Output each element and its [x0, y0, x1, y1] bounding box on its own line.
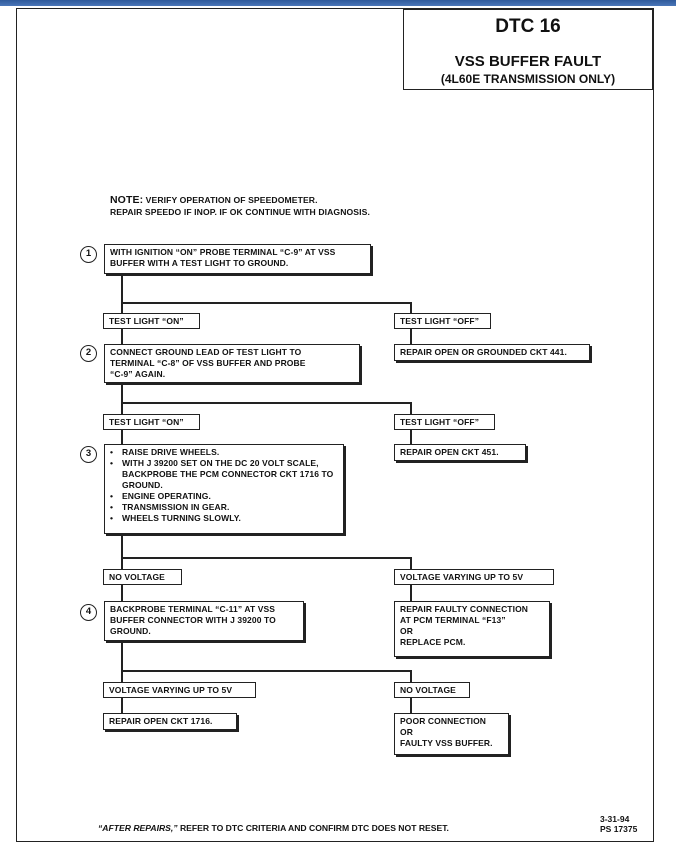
step-3-repair-line: REPLACE PCM.	[400, 637, 466, 647]
step-3-result-right: VOLTAGE VARYING UP TO 5V	[394, 569, 554, 585]
step-2-line-3: “C-9” AGAIN.	[110, 369, 166, 379]
connector	[121, 557, 412, 559]
step-4-box: BACKPROBE TERMINAL “C-11” AT VSS BUFFER …	[104, 601, 304, 641]
step-4-line-3: GROUND.	[110, 626, 151, 636]
connector	[410, 585, 412, 601]
step-3-repair-box: REPAIR FAULTY CONNECTION AT PCM TERMINAL…	[394, 601, 550, 657]
document-date: 3-31-94	[600, 814, 630, 824]
step-2-repair-box: REPAIR OPEN CKT 451.	[394, 444, 526, 461]
connector	[121, 302, 123, 313]
step-1-repair-box: REPAIR OPEN OR GROUNDED CKT 441.	[394, 344, 590, 361]
step-3-bullet: WHEELS TURNING SLOWLY.	[110, 513, 338, 524]
step-2-result-right: TEST LIGHT “OFF”	[394, 414, 495, 430]
connector	[410, 557, 412, 569]
footer-text: REFER TO DTC CRITERIA AND CONFIRM DTC DO…	[177, 823, 449, 833]
step-3-repair-line: AT PCM TERMINAL “F13”	[400, 615, 506, 625]
step-4-repair-left-box: REPAIR OPEN CKT 1716.	[103, 713, 237, 730]
step-3-bullet: RAISE DRIVE WHEELS.	[110, 447, 338, 458]
step-3-bullets: RAISE DRIVE WHEELS. WITH J 39200 SET ON …	[110, 447, 338, 524]
step-4-marker: 4	[80, 604, 97, 621]
document-id: 3-31-94 PS 17375	[600, 814, 637, 834]
step-4-result-right: NO VOLTAGE	[394, 682, 470, 698]
step-4-repair-right-box: POOR CONNECTION OR FAULTY VSS BUFFER.	[394, 713, 509, 755]
step-1-marker: 1	[80, 246, 97, 263]
connector	[121, 642, 123, 672]
step-4-repair-line: OR	[400, 727, 413, 737]
dtc-code: DTC 16	[495, 16, 561, 37]
connector	[121, 275, 123, 304]
step-2-line-1: CONNECT GROUND LEAD OF TEST LIGHT TO	[110, 347, 302, 357]
connector	[121, 329, 123, 344]
connector	[410, 329, 412, 344]
step-1-line-1: WITH IGNITION “ON” PROBE TERMINAL “C-9” …	[110, 247, 336, 257]
step-3-repair-line: REPAIR FAULTY CONNECTION	[400, 604, 529, 614]
connector	[410, 670, 412, 682]
step-3-result-left: NO VOLTAGE	[103, 569, 182, 585]
connector	[121, 402, 123, 414]
title-box: DTC 16 VSS BUFFER FAULT (4L60E TRANSMISS…	[403, 9, 653, 90]
connector	[121, 402, 412, 404]
window-top-bar	[0, 0, 676, 6]
step-2-result-left: TEST LIGHT “ON”	[103, 414, 200, 430]
step-4-repair-line: FAULTY VSS BUFFER.	[400, 738, 493, 748]
step-3-box: RAISE DRIVE WHEELS. WITH J 39200 SET ON …	[104, 444, 344, 534]
connector	[121, 430, 123, 444]
connector	[121, 557, 123, 569]
note-line-2: REPAIR SPEEDO IF INOP. IF OK CONTINUE WI…	[110, 207, 370, 217]
footer-note: “AFTER REPAIRS,” REFER TO DTC CRITERIA A…	[98, 823, 449, 833]
step-4-result-left: VOLTAGE VARYING UP TO 5V	[103, 682, 256, 698]
step-1-line-2: BUFFER WITH A TEST LIGHT TO GROUND.	[110, 258, 289, 268]
step-2-box: CONNECT GROUND LEAD OF TEST LIGHT TO TER…	[104, 344, 360, 383]
connector	[121, 535, 123, 559]
step-1-result-right: TEST LIGHT “OFF”	[394, 313, 491, 329]
step-2-marker: 2	[80, 345, 97, 362]
step-3-bullet: WITH J 39200 SET ON THE DC 20 VOLT SCALE…	[110, 458, 338, 491]
connector	[121, 585, 123, 601]
step-2-line-2: TERMINAL “C-8” OF VSS BUFFER AND PROBE	[110, 358, 306, 368]
step-1-box: WITH IGNITION “ON” PROBE TERMINAL “C-9” …	[104, 244, 371, 274]
note-label: NOTE:	[110, 194, 144, 206]
dtc-scope: (4L60E TRANSMISSION ONLY)	[440, 72, 616, 86]
step-4-line-2: BUFFER CONNECTOR WITH J 39200 TO	[110, 615, 276, 625]
connector	[121, 698, 123, 713]
document-ref: PS 17375	[600, 824, 638, 834]
step-3-bullet: ENGINE OPERATING.	[110, 491, 338, 502]
note: NOTE: VERIFY OPERATION OF SPEEDOMETER. R…	[110, 194, 370, 218]
footer-emphasis: “AFTER REPAIRS,”	[98, 823, 178, 833]
step-4-repair-line: POOR CONNECTION	[400, 716, 487, 726]
step-1-result-left: TEST LIGHT “ON”	[103, 313, 200, 329]
step-4-line-1: BACKPROBE TERMINAL “C-11” AT VSS	[110, 604, 276, 614]
step-3-bullet: TRANSMISSION IN GEAR.	[110, 502, 338, 513]
step-3-repair-line: OR	[400, 626, 413, 636]
step-3-marker: 3	[80, 446, 97, 463]
connector	[410, 402, 412, 414]
connector	[410, 698, 412, 713]
connector	[121, 670, 412, 672]
connector	[410, 430, 412, 444]
connector	[121, 302, 412, 304]
connector	[410, 302, 412, 313]
connector	[121, 384, 123, 404]
note-line-1: VERIFY OPERATION OF SPEEDOMETER.	[145, 195, 318, 205]
connector	[121, 670, 123, 682]
dtc-name: VSS BUFFER FAULT	[454, 53, 602, 70]
